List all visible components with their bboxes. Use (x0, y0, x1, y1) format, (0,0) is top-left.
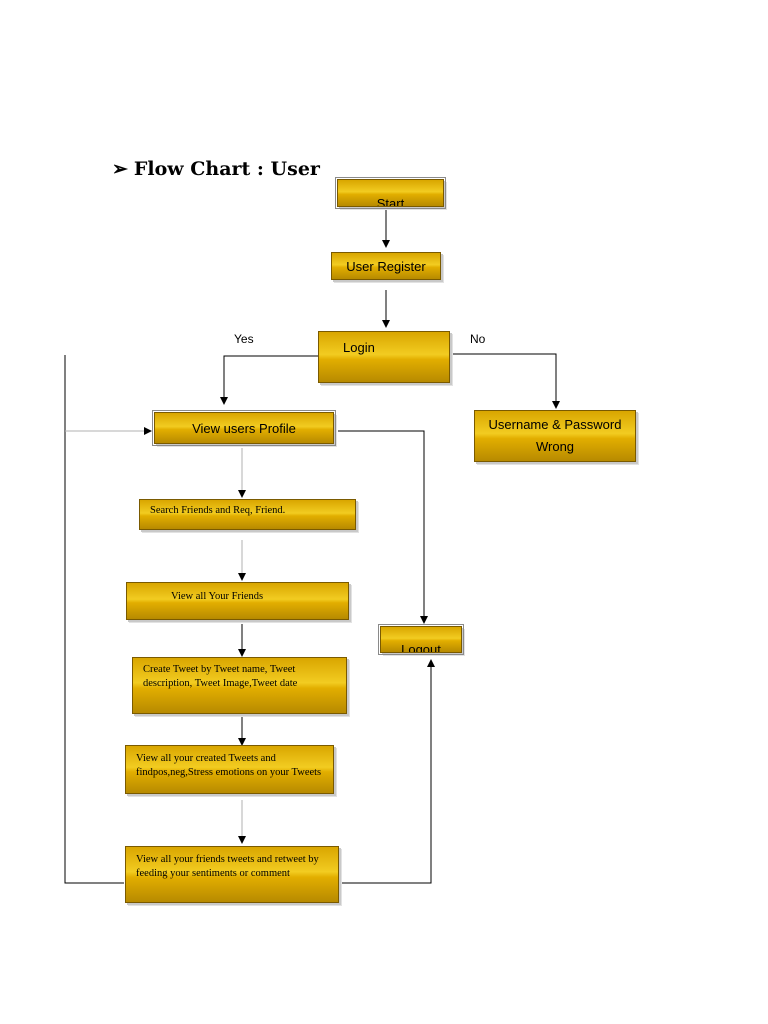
create-tweet-node: Create Tweet by Tweet name, Tweet descri… (132, 657, 347, 714)
arrow-profile-to-logout (338, 430, 428, 624)
loop-retweet-to-profile (64, 355, 124, 884)
view-friends-node: View all Your Friends (126, 582, 349, 620)
login-node: Login (318, 331, 450, 383)
arrow-login-yes-to-profile (220, 355, 318, 405)
logout-node: Logout (378, 624, 464, 655)
no-label: No (470, 332, 486, 346)
view-tweets-node: View all your created Tweets and findpos… (125, 745, 334, 794)
yes-label: Yes (234, 332, 254, 346)
arrow-retweet-to-logout (340, 659, 435, 884)
start-node: Start (335, 177, 446, 209)
search-friends-node: Search Friends and Req, Friend. (139, 499, 356, 530)
wrong-credentials-node: Username & Password Wrong (474, 410, 636, 462)
view-profile-node: View users Profile (152, 410, 336, 446)
page-title: ➢Flow Chart : User (112, 158, 320, 180)
arrow-login-no-to-wrong (450, 353, 560, 409)
page-title-text: Flow Chart : User (133, 158, 320, 180)
retweet-node: View all your friends tweets and retweet… (125, 846, 339, 903)
bullet-arrow-icon: ➢ (112, 158, 128, 180)
user-register-node: User Register (331, 252, 441, 280)
